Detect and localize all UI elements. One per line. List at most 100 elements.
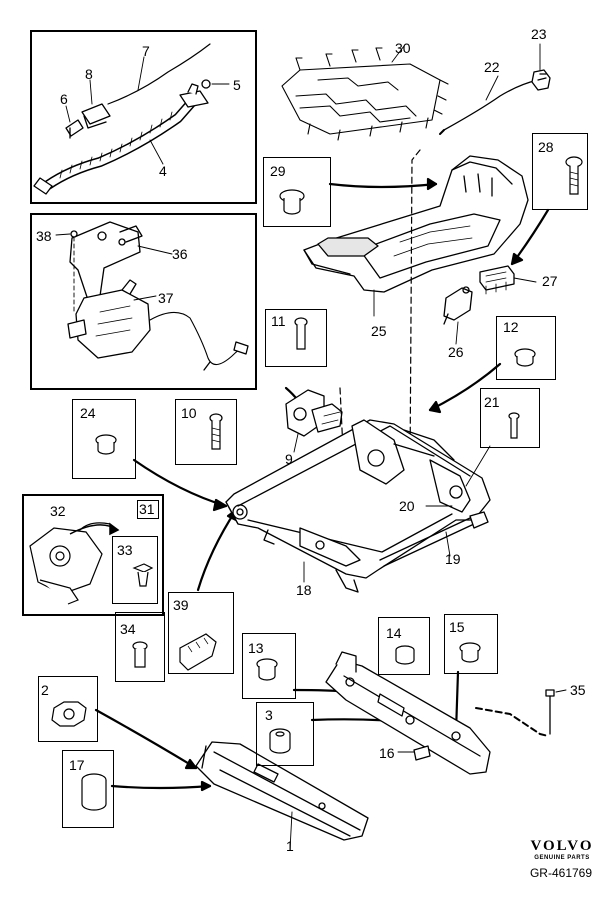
detail-box-10 bbox=[175, 399, 237, 465]
leader-21-frame bbox=[465, 445, 491, 487]
detail-box-17 bbox=[62, 750, 114, 828]
callout-3: 3 bbox=[265, 707, 273, 723]
callout-28: 28 bbox=[538, 139, 554, 155]
callout-24: 24 bbox=[80, 405, 96, 421]
frame-18 bbox=[225, 419, 491, 593]
diagram-reference: GR-461769 bbox=[529, 866, 593, 880]
callout-13: 13 bbox=[248, 640, 264, 656]
switch-27 bbox=[479, 265, 515, 295]
nut-24-icon bbox=[95, 434, 117, 455]
callout-27: 27 bbox=[542, 273, 558, 289]
callout-34: 34 bbox=[120, 621, 136, 637]
detail-box-12 bbox=[496, 316, 556, 380]
callout-35: 35 bbox=[570, 682, 586, 698]
motor-37 bbox=[67, 279, 249, 371]
callout-14: 14 bbox=[386, 625, 402, 641]
callout-39: 39 bbox=[173, 597, 189, 613]
clip-5 bbox=[201, 79, 211, 89]
leader-26 bbox=[455, 321, 459, 345]
callout-38: 38 bbox=[36, 228, 52, 244]
box-icons bbox=[29, 156, 583, 811]
rod-19 bbox=[379, 511, 489, 567]
spacer-14-icon bbox=[395, 645, 415, 665]
flange-nut-29-icon bbox=[279, 189, 305, 215]
motor-panel bbox=[30, 213, 257, 390]
callout-37: 37 bbox=[158, 290, 174, 306]
spring-mat-30 bbox=[281, 47, 449, 141]
callout-16: 16 bbox=[379, 745, 395, 761]
cap-17-icon bbox=[81, 773, 107, 811]
cable-22 bbox=[439, 79, 539, 135]
callout-36: 36 bbox=[172, 246, 188, 262]
rail-1 bbox=[195, 741, 369, 841]
knob-23 bbox=[531, 69, 551, 91]
detail-box-11 bbox=[265, 309, 327, 367]
leader-9 bbox=[293, 433, 299, 453]
callout-7: 7 bbox=[142, 43, 150, 59]
panel1-leaders bbox=[65, 56, 230, 165]
leader-1 bbox=[289, 811, 293, 851]
callout-17: 17 bbox=[69, 757, 85, 773]
connector-8 bbox=[81, 103, 111, 129]
bolt-11-icon bbox=[294, 317, 308, 350]
screw-38 bbox=[70, 230, 78, 313]
gear-39-icon bbox=[179, 633, 217, 671]
seat-pan-25 bbox=[303, 155, 529, 293]
callout-10: 10 bbox=[181, 405, 197, 421]
brand-subtitle: GENUINE PARTS bbox=[534, 855, 590, 861]
leader-27 bbox=[513, 277, 537, 283]
bracket-16 bbox=[413, 745, 431, 761]
callout-26: 26 bbox=[448, 344, 464, 360]
harness-panel bbox=[30, 30, 257, 204]
callout-31: 31 bbox=[139, 501, 155, 517]
detail-box-14 bbox=[378, 617, 430, 675]
screw-28-icon bbox=[565, 156, 583, 195]
callout-12: 12 bbox=[503, 319, 519, 335]
callout-25: 25 bbox=[371, 323, 387, 339]
detail-box-2 bbox=[38, 676, 98, 742]
callout-4: 4 bbox=[159, 163, 167, 179]
callout-29: 29 bbox=[270, 163, 286, 179]
callout-11: 11 bbox=[271, 313, 286, 329]
leader-30 bbox=[391, 45, 405, 63]
callout-18: 18 bbox=[296, 582, 312, 598]
callout-32: 32 bbox=[50, 503, 66, 519]
callout-23: 23 bbox=[531, 26, 547, 42]
panel2-leaders bbox=[55, 233, 173, 301]
callout-15: 15 bbox=[449, 619, 465, 635]
callout-9: 9 bbox=[285, 451, 293, 467]
leader-35 bbox=[555, 689, 567, 693]
bolt-35 bbox=[475, 689, 555, 737]
detail-box-24 bbox=[72, 399, 136, 479]
detail-box-33 bbox=[112, 536, 158, 604]
detail-box-13 bbox=[242, 633, 296, 699]
detail-box-34 bbox=[115, 612, 165, 682]
cable-7 bbox=[107, 43, 211, 105]
callout-30: 30 bbox=[395, 40, 411, 56]
mechanism-panel-31 bbox=[22, 494, 164, 616]
bushing-3-icon bbox=[269, 728, 291, 754]
motor-9 bbox=[285, 389, 343, 437]
callout-22: 22 bbox=[484, 59, 500, 75]
rail-upper bbox=[325, 651, 491, 775]
callout-5: 5 bbox=[233, 77, 241, 93]
nut-13-icon bbox=[256, 658, 278, 681]
detail-box-3 bbox=[256, 702, 314, 766]
callout-33: 33 bbox=[117, 542, 133, 558]
harness-tube-4 bbox=[33, 83, 209, 195]
clip-33-icon bbox=[132, 563, 154, 587]
actuator-26 bbox=[443, 286, 473, 325]
bolt-10-icon bbox=[209, 413, 223, 450]
mechanism-32-icon bbox=[29, 527, 103, 605]
detail-box-28 bbox=[532, 133, 588, 210]
detail-box-21 bbox=[480, 388, 540, 448]
detail-box-15 bbox=[444, 614, 498, 674]
detail-box-29 bbox=[263, 157, 331, 227]
leader-22 bbox=[485, 75, 499, 101]
brand-logo: VOLVO bbox=[530, 838, 594, 854]
callout-20: 20 bbox=[399, 498, 415, 514]
bolt-21-icon bbox=[508, 412, 520, 439]
callout-2: 2 bbox=[41, 682, 49, 698]
